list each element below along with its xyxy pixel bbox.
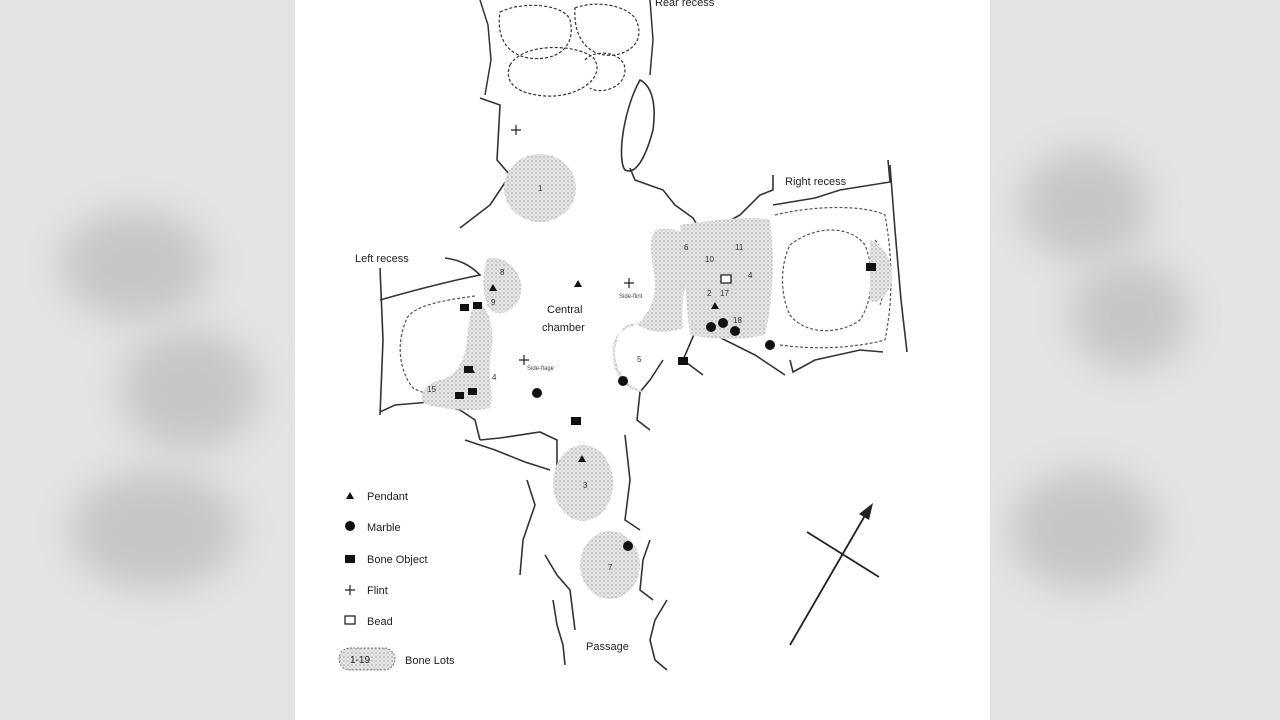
bone-object-marker (464, 366, 473, 373)
marble-marker (532, 388, 542, 398)
bone-object-marker (571, 417, 581, 425)
bone-lot-number: 6 (684, 243, 689, 252)
pendant-marker (711, 302, 719, 309)
legend-bead-icon (344, 615, 356, 625)
pendant-marker (578, 455, 586, 462)
flint-marker (624, 278, 634, 288)
cave-map-panel: 1 3 6 7 4 5 8 11 10 15 17 2 4 18 9 (295, 0, 990, 720)
rear-recess (479, 0, 654, 97)
flint-marker (511, 125, 521, 135)
marble-marker (730, 326, 740, 336)
flint-marker (519, 355, 529, 365)
marble-marker (618, 376, 628, 386)
legend-label: Bead (367, 616, 393, 628)
central-chamber-label-line2: chamber (542, 322, 585, 334)
north-arrow (789, 503, 880, 646)
bone-lot-number: 9 (491, 298, 496, 307)
left-recess-label: Left recess (355, 253, 409, 265)
legend-label: Bone Object (367, 554, 428, 566)
bone-object-marker (678, 357, 688, 365)
bone-object-marker (468, 388, 477, 395)
flint-note: Side-flage (527, 366, 555, 372)
legend-marble-icon (345, 521, 355, 531)
blurred-background-right (990, 0, 1280, 720)
pendant-marker (489, 284, 497, 291)
legend-bone-lot-range: 1-19 (350, 655, 370, 666)
marble-marker (623, 541, 633, 551)
legend-label: Flint (367, 585, 388, 597)
bone-lot-number: 17 (720, 289, 729, 298)
legend-label: Marble (367, 522, 401, 534)
bone-object-marker (455, 392, 464, 399)
legend-label: Pendant (367, 491, 408, 503)
bone-lot-number: 3 (583, 481, 588, 490)
bone-lot-number: 5 (637, 355, 642, 364)
legend-flint-icon (345, 585, 355, 595)
central-chamber-label-line1: Central (547, 304, 582, 316)
artifacts (455, 263, 876, 551)
flint-note: Side-flint (619, 294, 643, 300)
cave-walls (379, 78, 908, 671)
bone-lot-number: 18 (733, 316, 742, 325)
bone-lot-number: 7 (608, 563, 613, 572)
bead-marker (720, 274, 732, 284)
marble-marker (765, 340, 775, 350)
bone-lot-numbers: 1 3 6 7 4 5 8 11 10 15 17 2 4 18 9 (427, 184, 753, 572)
bone-lot-number: 10 (705, 255, 714, 264)
rear-recess-label: Rear recess (655, 0, 715, 9)
cave-map: 1 3 6 7 4 5 8 11 10 15 17 2 4 18 9 (338, 0, 908, 671)
bone-lot-number: 1 (538, 184, 543, 193)
marble-marker (706, 322, 716, 332)
blurred-background-left (0, 0, 295, 720)
flint-markers (511, 125, 634, 365)
legend-bone-object-icon (345, 555, 355, 563)
right-recess-label: Right recess (785, 176, 847, 188)
legend-bone-lot-icon (338, 647, 396, 671)
bone-object-marker (460, 304, 469, 311)
bone-lot-number: 4 (492, 373, 497, 382)
legend-label: Bone Lots (405, 655, 455, 667)
bone-lot-number: 8 (500, 268, 505, 277)
bone-lot-number: 15 (427, 385, 436, 394)
bone-object-marker (866, 263, 876, 271)
bone-lot-number: 11 (735, 243, 744, 252)
bone-lot-number: 4 (748, 271, 753, 280)
passage-label: Passage (586, 641, 629, 653)
legend-pendant-icon (346, 492, 354, 499)
marble-marker (718, 318, 728, 328)
bone-object-marker (473, 302, 482, 309)
bone-lots (421, 154, 892, 599)
pendant-marker (574, 280, 582, 287)
bone-lot-number: 2 (707, 289, 712, 298)
legend: Pendant Marble Bone Object Flint Bead 1-… (338, 491, 455, 671)
